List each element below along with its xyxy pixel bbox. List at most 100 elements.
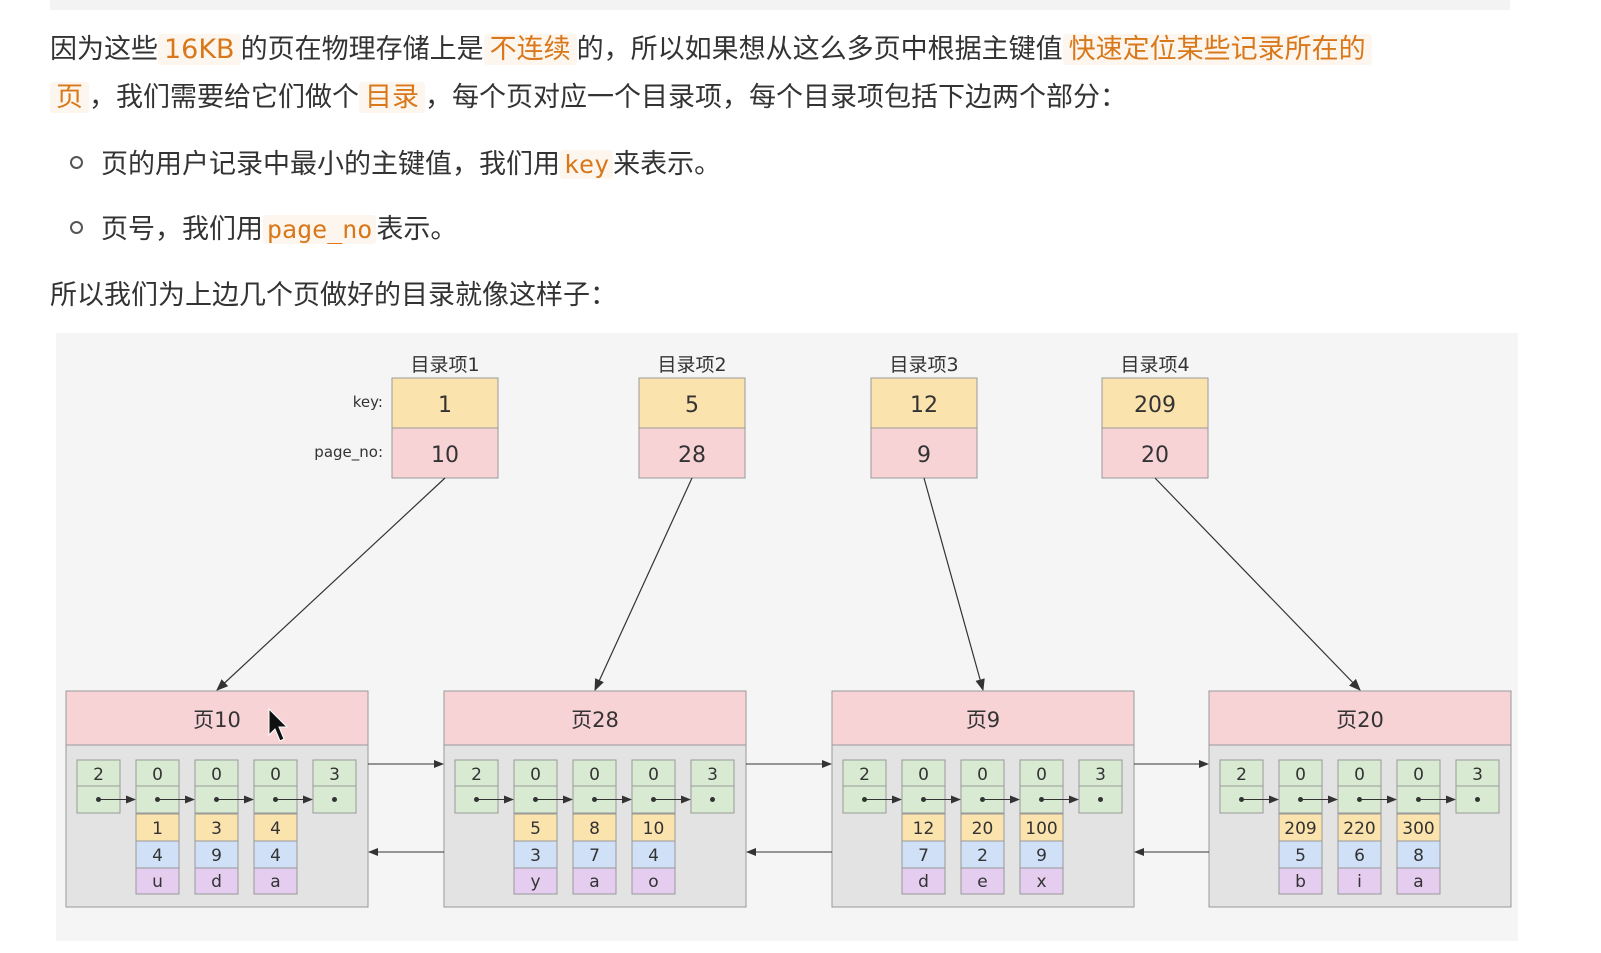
highlight-page: 页 (50, 82, 89, 113)
text-segment: 的页在物理存储上是 (240, 34, 484, 65)
page-title: 页9 (966, 708, 1000, 732)
record-header-value: 0 (1036, 765, 1047, 785)
record-key-value: 209 (1284, 819, 1316, 839)
record-header-value: 0 (648, 765, 659, 785)
record-key-cell (960, 813, 1005, 842)
entry-page-no-cell (870, 427, 978, 479)
entry-pointer-arrow (594, 477, 693, 692)
record-col3-value: y (530, 872, 540, 892)
text-segment: ，每个页对应一个目录项，每个目录项包括下边两个部分： (425, 82, 1127, 113)
directory-diagram-svg: key:page_no:目录项1110目录项2528目录项3129目录项4209… (65, 354, 1512, 908)
record-col2-value: 4 (152, 846, 163, 866)
entry-title: 目录项1 (410, 354, 479, 376)
record-header-cell (135, 759, 180, 787)
record-header-value: 3 (329, 765, 340, 785)
record-col2-value: 4 (270, 846, 281, 866)
record-header-cell (513, 759, 558, 787)
record-col3-cell (960, 867, 1005, 895)
record-col2-value: 7 (589, 846, 600, 866)
record-col3-value: d (918, 872, 929, 892)
code-page-no: page_no (263, 215, 377, 244)
record-col2-value: 6 (1354, 846, 1365, 866)
record-header-cell (253, 759, 298, 787)
record-col3-value: e (977, 872, 987, 892)
entry-pointer-arrow (216, 477, 446, 691)
record-header-value: 0 (1413, 765, 1424, 785)
record-col2-value: 4 (648, 846, 659, 866)
record-key-cell (135, 813, 180, 842)
entry-key-value: 1 (438, 393, 452, 418)
highlight-16kb: 16KB (158, 34, 241, 65)
record-col2-value: 7 (918, 846, 929, 866)
entry-page-no-value: 28 (678, 443, 706, 468)
bullet-text: 来表示。 (613, 149, 722, 180)
highlight-discontinuous: 不连续 (483, 34, 577, 65)
record-col2-cell (1278, 840, 1323, 869)
record-key-cell (1337, 813, 1382, 842)
record-key-cell (1278, 813, 1323, 842)
record-pointer-dot (1098, 797, 1103, 802)
bullet-circle-icon (70, 156, 83, 169)
record-col3-cell (1278, 867, 1323, 895)
record-pointer-dot (1475, 797, 1480, 802)
text-segment: 的，所以如果想从这么多页中根据主键值 (576, 34, 1063, 65)
record-col3-value: a (270, 872, 280, 892)
record-header-value: 0 (530, 765, 541, 785)
record-key-value: 20 (972, 819, 994, 839)
record-header-cell (901, 759, 946, 787)
record-key-value: 5 (530, 819, 541, 839)
record-col2-cell (1337, 840, 1382, 869)
code-key: key (560, 150, 614, 179)
bullet-text: 页号，我们用 (101, 214, 263, 245)
record-header-value: 2 (859, 765, 870, 785)
entry-title: 目录项2 (657, 354, 726, 376)
record-col3-value: o (648, 872, 658, 892)
record-key-cell (253, 813, 298, 842)
page-title: 页20 (1336, 708, 1384, 732)
record-key-cell (1396, 813, 1441, 842)
record-col3-cell (513, 867, 558, 895)
entry-pointer-arrow (1154, 477, 1361, 691)
record-header-cell (1455, 759, 1500, 787)
record-col2-cell (513, 840, 558, 869)
record-header-cell (1337, 759, 1382, 787)
entry-page-no-value: 20 (1141, 443, 1169, 468)
record-header-cell (76, 759, 121, 787)
record-col3-value: b (1295, 872, 1306, 892)
page-title: 页10 (193, 708, 241, 732)
record-header-value: 2 (471, 765, 482, 785)
record-header-cell (572, 759, 617, 787)
record-header-value: 0 (1295, 765, 1306, 785)
record-key-value: 220 (1343, 819, 1375, 839)
top-divider (50, 0, 1510, 10)
record-col3-value: u (152, 872, 163, 892)
summary-paragraph: 所以我们为上边几个页做好的目录就像这样子： (50, 272, 617, 320)
record-col2-cell (631, 840, 676, 869)
page-header (1208, 690, 1512, 746)
record-header-value: 3 (707, 765, 718, 785)
record-key-cell (572, 813, 617, 842)
record-col2-value: 9 (211, 846, 222, 866)
entry-page-no-cell (638, 427, 746, 479)
record-header-cell (312, 759, 357, 787)
intro-paragraph-line2: 页，我们需要给它们做个目录，每个页对应一个目录项，每个目录项包括下边两个部分： (50, 74, 1127, 122)
page-title: 页28 (571, 708, 619, 732)
entry-page-no-cell (1101, 427, 1209, 479)
record-col2-value: 3 (530, 846, 541, 866)
record-col3-cell (631, 867, 676, 895)
record-key-value: 300 (1402, 819, 1434, 839)
text-segment: 所以我们为上边几个页做好的目录就像这样子： (50, 280, 617, 311)
record-pointer-dot (710, 797, 715, 802)
entry-key-cell (638, 377, 746, 429)
record-col2-cell (194, 840, 239, 869)
record-col2-value: 9 (1036, 846, 1047, 866)
text-segment: ，我们需要给它们做个 (89, 82, 359, 113)
record-col2-value: 5 (1295, 846, 1306, 866)
record-key-value: 10 (643, 819, 665, 839)
entry-page-no-cell (391, 427, 499, 479)
record-col3-value: a (1413, 872, 1423, 892)
